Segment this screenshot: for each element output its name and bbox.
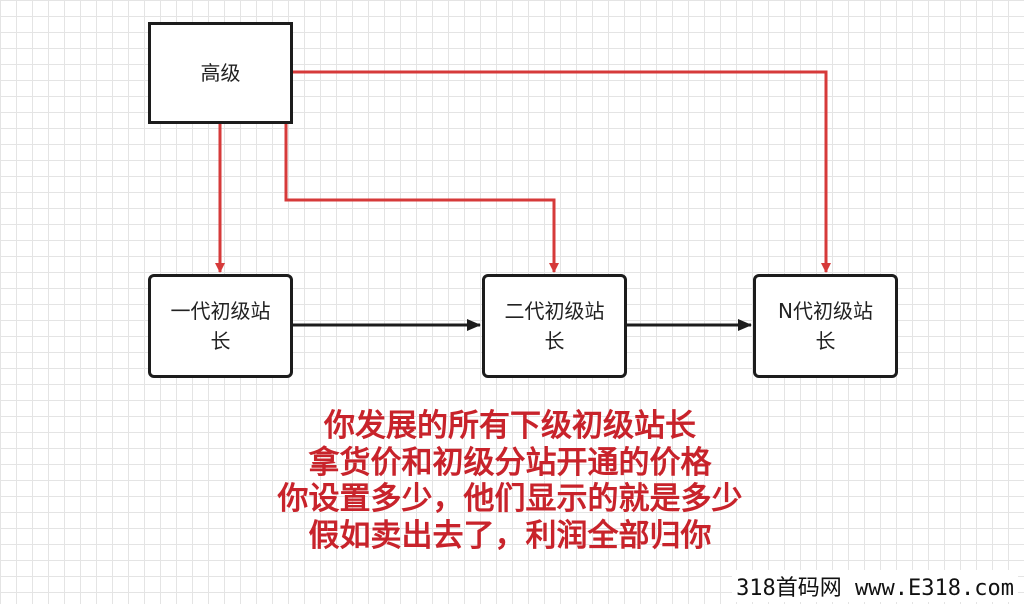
watermark-text: 318首码网 www.E318.com [732, 570, 1018, 602]
node-second-gen: 二代初级站长 [482, 274, 627, 378]
caption-line: 你设置多少，他们显示的就是多少 [277, 481, 743, 517]
caption-line: 你发展的所有下级初级站长 [324, 408, 696, 444]
connector-senior-to-nth [293, 70, 831, 273]
caption-line: 拿货价和初级分站开通的价格 [308, 444, 712, 481]
node-nth-gen-label: N代初级站长 [778, 299, 873, 353]
node-senior: 高级 [148, 22, 293, 124]
node-second-gen-label: 二代初级站长 [504, 299, 605, 353]
caption-line: 假如卖出去了，利润全部归你 [308, 517, 712, 554]
caption-block: 你发展的所有下级初级站长 拿货价和初级分站开通的价格 你设置多少，他们显示的就是… [180, 408, 840, 554]
node-nth-gen: N代初级站长 [753, 274, 898, 378]
node-senior-label: 高级 [200, 61, 241, 85]
connector-senior-to-second [284, 124, 559, 273]
node-first-gen: 一代初级站长 [148, 274, 293, 378]
node-first-gen-label: 一代初级站长 [170, 299, 271, 353]
